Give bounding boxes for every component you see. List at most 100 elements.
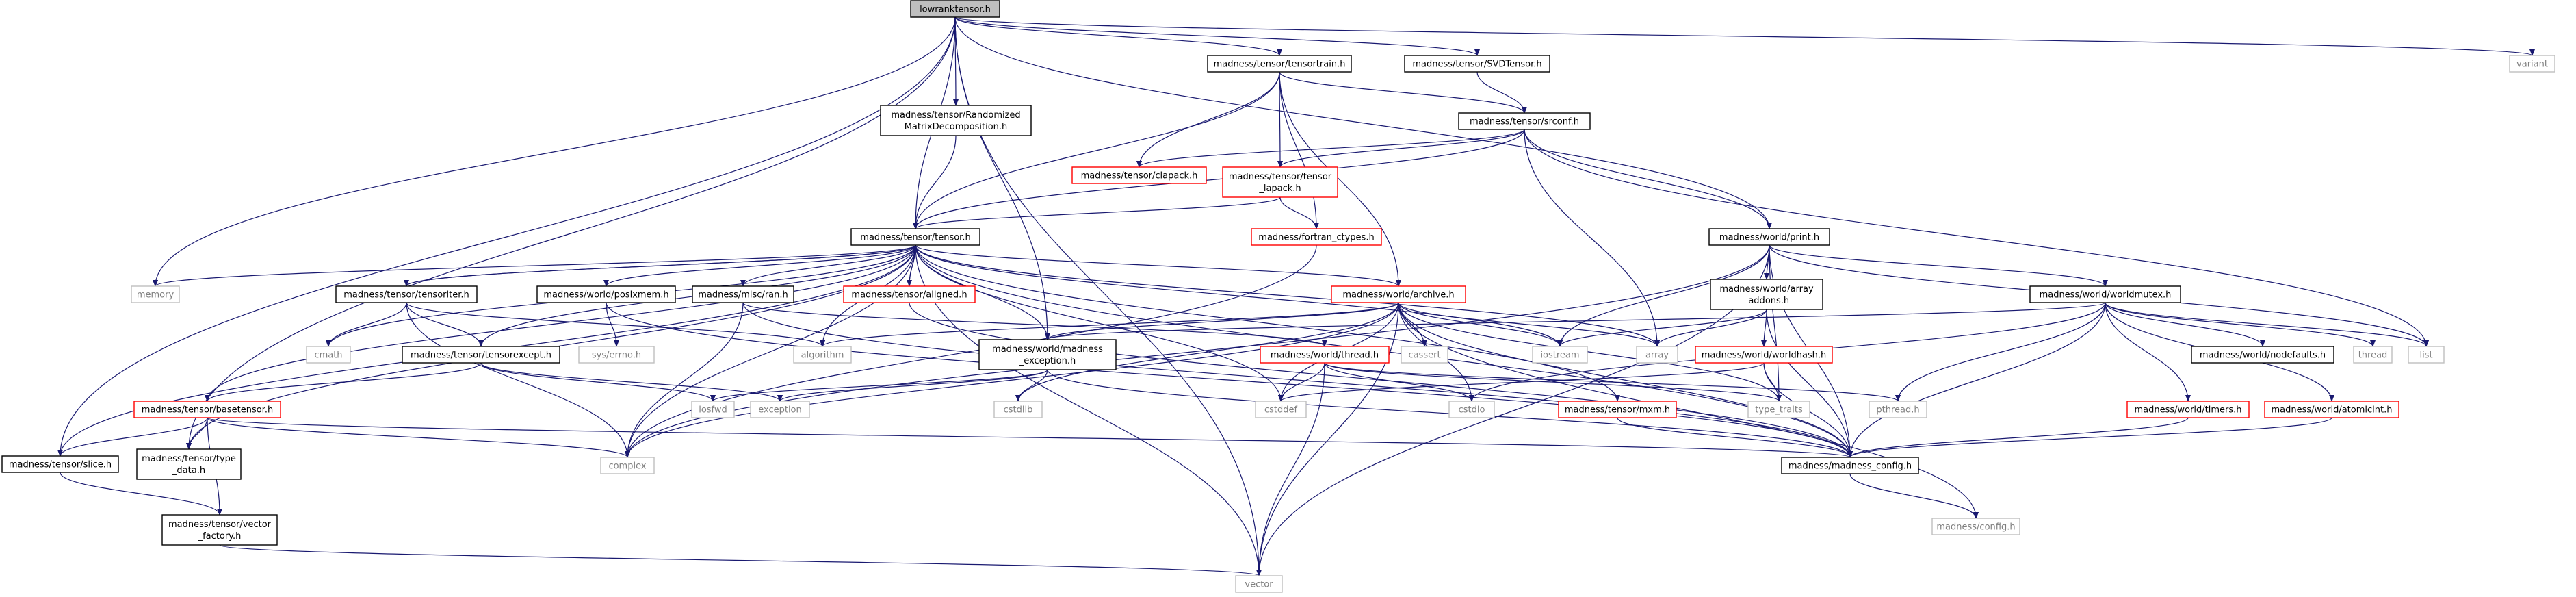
node-box-complex (600, 457, 655, 474)
node-svdtensor[interactable]: madness/tensor/SVDTensor.h (1404, 55, 1550, 73)
node-thread[interactable]: madness/world/thread.h (1260, 346, 1390, 364)
edge-thread-to-typetraits (1324, 362, 1782, 402)
node-nodefaults[interactable]: madness/world/nodefaults.h (2191, 346, 2334, 364)
node-arrayaddons[interactable]: madness/world/array_addons.h (1710, 279, 1823, 310)
node-atomicint[interactable]: madness/world/atomicint.h (2264, 401, 2399, 418)
edge-srconf-to-clapack (1136, 129, 1525, 168)
edge-print-to-iostream (1557, 244, 1770, 347)
node-typetraits[interactable]: type_traits (1747, 401, 1810, 418)
node-tensorexcept[interactable]: madness/tensor/tensorexcept.h (402, 346, 560, 364)
edge-vectorfactory-to-vector (219, 544, 1262, 576)
node-randmat[interactable]: madness/tensor/RandomizedMatrixDecomposi… (880, 105, 1032, 136)
node-label-nodefaults: madness/world/nodefaults.h (2200, 351, 2326, 361)
node-label-vectorfactory: _factory.h (198, 531, 242, 542)
node-posixmem[interactable]: madness/world/posixmem.h (536, 285, 676, 303)
node-memory[interactable]: memory (131, 285, 180, 303)
edge-print-to-complex (625, 244, 1770, 458)
node-label-clapack: madness/tensor/clapack.h (1081, 171, 1198, 181)
node-label-variant: variant (2516, 60, 2548, 70)
node-label-typedata: _data.h (172, 466, 205, 476)
node-ran[interactable]: madness/misc/ran.h (692, 285, 794, 303)
node-cmath[interactable]: cmath (306, 346, 351, 364)
node-basetensor[interactable]: madness/tensor/basetensor.h (133, 401, 281, 418)
node-label-srconf: madness/tensor/srconf.h (1470, 117, 1579, 127)
edge-ran-to-thread (742, 302, 1327, 347)
node-label-ran: madness/misc/ran.h (698, 290, 788, 301)
node-label-slice: madness/tensor/slice.h (9, 460, 112, 470)
node-label-exception: exception (758, 405, 802, 416)
edge-tensor-to-basetensor (205, 244, 916, 402)
edge-tensortrain-to-clapack (1136, 71, 1280, 168)
node-madconfig[interactable]: madness/madness_config.h (1781, 457, 1919, 474)
node-pthread[interactable]: pthread.h (1869, 401, 1927, 418)
edge-madexception-to-cstdlib (1015, 369, 1048, 402)
node-clapack[interactable]: madness/tensor/clapack.h (1071, 166, 1207, 184)
node-config[interactable]: madness/config.h (1931, 518, 2020, 535)
node-label-cstdio: cstdio (1459, 405, 1485, 416)
edge-tensoriter-to-complex (406, 302, 630, 458)
edge-worldmutex-to-madconfig (1847, 302, 2106, 458)
node-madexception[interactable]: madness/world/madness_exception.h (978, 339, 1117, 370)
node-array[interactable]: array (1636, 346, 1678, 364)
node-label-fortranctypes: madness/fortran_ctypes.h (1258, 233, 1374, 243)
node-label-array: array (1645, 351, 1669, 361)
node-timers[interactable]: madness/world/timers.h (2126, 401, 2250, 418)
edge-madconfig-to-config (1849, 473, 1979, 519)
node-cstdlib[interactable]: cstdlib (993, 401, 1043, 418)
edge-basetensor-to-madconfig (207, 417, 1853, 458)
node-print[interactable]: madness/world/print.h (1708, 228, 1830, 246)
edge-arrayaddons-to-madconfig (1766, 309, 1853, 458)
node-box-cstdio (1448, 401, 1495, 418)
edge-worldmutex-to-list (2105, 302, 2429, 347)
edge-archive-to-algorithm (820, 302, 1399, 347)
node-stdthread[interactable]: thread (2353, 346, 2393, 364)
node-exception[interactable]: exception (750, 401, 810, 418)
edge-lowranktensor-to-variant (954, 16, 2535, 56)
node-box-typetraits (1747, 401, 1810, 418)
node-worldhash[interactable]: madness/world/worldhash.h (1695, 346, 1833, 364)
node-label-svdtensor: madness/tensor/SVDTensor.h (1412, 60, 1541, 70)
node-iostream[interactable]: iostream (1532, 346, 1588, 364)
node-variant[interactable]: variant (2509, 55, 2555, 73)
edge-basetensor-to-slice (57, 417, 208, 457)
node-iosfwd[interactable]: iosfwd (691, 401, 735, 418)
node-box-stdthread (2353, 346, 2393, 364)
edge-tensoriter-to-cmath (326, 302, 407, 347)
node-srconf[interactable]: madness/tensor/srconf.h (1458, 112, 1591, 130)
node-cassert[interactable]: cassert (1401, 346, 1448, 364)
node-cstddef[interactable]: cstddef (1255, 401, 1307, 418)
node-tensoriter[interactable]: madness/tensor/tensoriter.h (335, 285, 478, 303)
node-archive[interactable]: madness/world/archive.h (1331, 285, 1466, 303)
node-mxm[interactable]: madness/tensor/mxm.h (1558, 401, 1677, 418)
edge-tensor-to-archive (915, 244, 1401, 287)
node-slice[interactable]: madness/tensor/slice.h (1, 455, 119, 473)
edge-atomicint-to-madconfig (1847, 417, 2332, 458)
node-algorithm[interactable]: algorithm (793, 346, 852, 364)
node-vector[interactable]: vector (1235, 575, 1283, 593)
node-box-pthread (1869, 401, 1927, 418)
node-label-timers: madness/world/timers.h (2134, 405, 2241, 416)
node-label-madconfig: madness/madness_config.h (1788, 461, 1912, 472)
edge-srconf-to-tensorlapack (1277, 129, 1525, 168)
node-tensorlapack[interactable]: madness/tensor/tensor_lapack.h (1222, 166, 1338, 198)
node-box-madexception (978, 339, 1117, 370)
node-cstdio[interactable]: cstdio (1448, 401, 1495, 418)
node-box-srconf (1458, 112, 1591, 130)
node-syserrno[interactable]: sys/errno.h (578, 346, 655, 364)
edge-print-to-worldmutex (1769, 244, 2108, 287)
node-box-cassert (1401, 346, 1448, 364)
node-list[interactable]: list (2408, 346, 2445, 364)
node-complex[interactable]: complex (600, 457, 655, 474)
node-aligned[interactable]: madness/tensor/aligned.h (843, 285, 976, 303)
node-typedata[interactable]: madness/tensor/type_data.h (136, 448, 242, 480)
node-fortranctypes[interactable]: madness/fortran_ctypes.h (1251, 228, 1382, 246)
node-worldmutex[interactable]: madness/world/worldmutex.h (2029, 285, 2181, 303)
node-tensortrain[interactable]: madness/tensor/tensortrain.h (1207, 55, 1352, 73)
node-box-clapack (1071, 166, 1207, 184)
edge-print-to-typetraits (1769, 244, 1782, 402)
node-tensor[interactable]: madness/tensor/tensor.h (850, 228, 980, 246)
node-label-vector: vector (1245, 580, 1273, 590)
edge-madexception-to-iosfwd (710, 369, 1048, 402)
node-vectorfactory[interactable]: madness/tensor/vector_factory.h (161, 514, 278, 546)
node-label-randmat: MatrixDecomposition.h (905, 122, 1008, 132)
